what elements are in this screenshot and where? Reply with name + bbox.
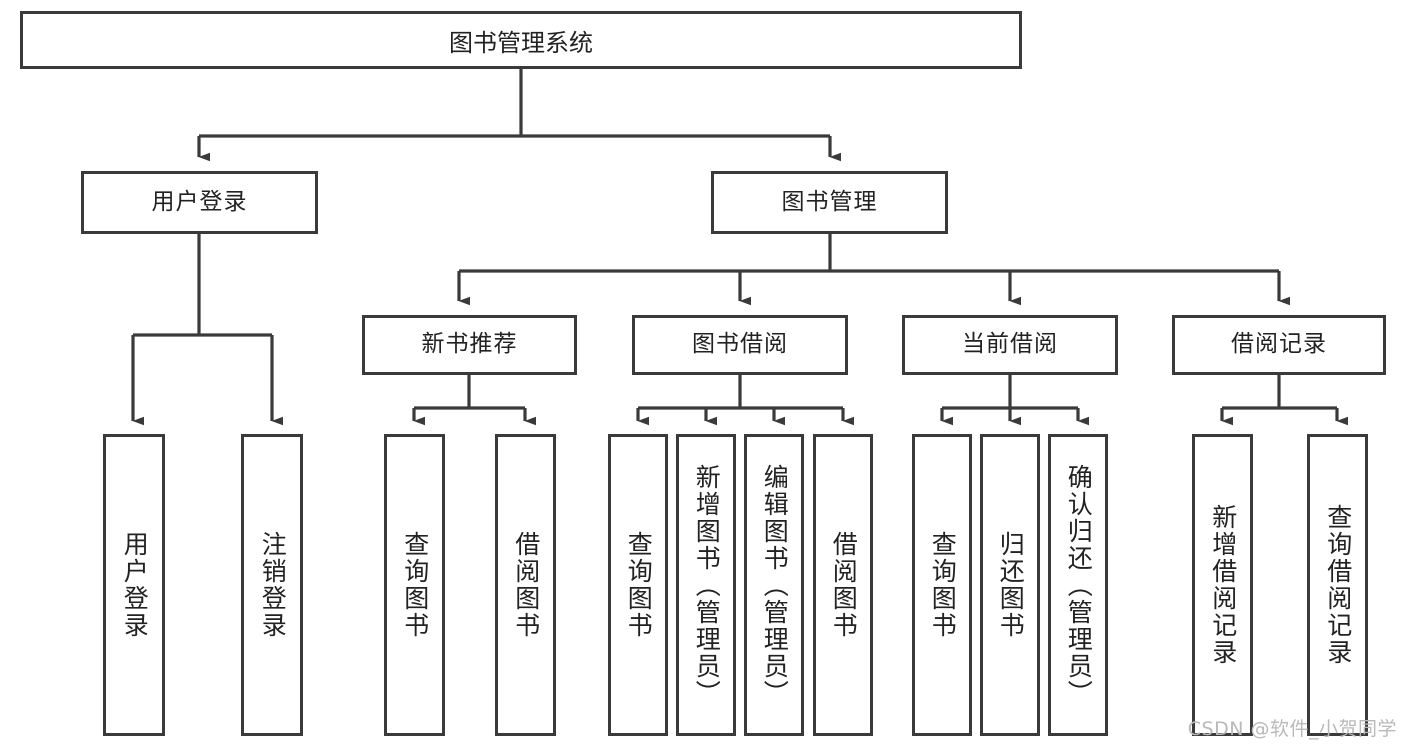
node-leaf-borrow-book-1: 借阅图书 [495,434,556,736]
node-new-book-recommend-label: 新书推荐 [421,331,518,358]
node-leaf-query-book-3-label: 查询图书 [928,531,958,639]
node-leaf-user-login: 用户登录 [103,434,165,736]
node-leaf-edit-book-label: 编辑图书（管理员） [760,463,790,707]
node-leaf-borrow-book-2-label: 借阅图书 [829,531,859,639]
node-new-book-recommend: 新书推荐 [362,315,577,375]
node-user-login: 用户登录 [81,171,318,234]
node-leaf-add-book: 新增图书（管理员） [676,434,736,736]
node-leaf-add-book-label: 新增图书（管理员） [692,463,722,707]
node-leaf-query-book-3: 查询图书 [912,434,972,736]
node-leaf-logout-login-label: 注销登录 [258,531,288,639]
node-leaf-logout-login: 注销登录 [241,434,303,736]
node-leaf-return-book: 归还图书 [980,434,1040,736]
node-leaf-query-book-1: 查询图书 [384,434,445,736]
node-current-borrow-label: 当前借阅 [962,331,1058,358]
node-book-manage-label: 图书管理 [781,188,878,215]
node-leaf-confirm-return: 确认归还（管理员） [1048,434,1108,736]
node-current-borrow: 当前借阅 [902,315,1118,375]
node-book-manage: 图书管理 [711,171,948,234]
node-leaf-query-record-label: 查询借阅记录 [1323,504,1353,666]
node-book-borrow: 图书借阅 [632,315,848,375]
csdn-watermark: CSDN @软件_小贺同学 [1187,718,1397,740]
node-book-borrow-label: 图书借阅 [692,331,788,358]
node-leaf-confirm-return-label: 确认归还（管理员） [1064,463,1094,707]
node-root-system: 图书管理系统 [20,11,1022,69]
node-root-label: 图书管理系统 [449,28,593,57]
node-leaf-query-record: 查询借阅记录 [1307,434,1368,736]
node-leaf-user-login-label: 用户登录 [120,531,150,639]
node-leaf-query-book-2-label: 查询图书 [624,531,654,639]
node-leaf-return-book-label: 归还图书 [996,531,1026,639]
node-leaf-query-book-2: 查询图书 [608,434,668,736]
node-user-login-label: 用户登录 [151,188,248,215]
node-borrow-record-label: 借阅记录 [1231,331,1327,358]
node-leaf-add-record-label: 新增借阅记录 [1208,504,1238,666]
node-leaf-edit-book: 编辑图书（管理员） [744,434,804,736]
node-leaf-borrow-book-2: 借阅图书 [813,434,873,736]
node-leaf-add-record: 新增借阅记录 [1192,434,1253,736]
node-borrow-record: 借阅记录 [1172,315,1386,375]
node-leaf-borrow-book-1-label: 借阅图书 [511,531,541,639]
node-leaf-query-book-1-label: 查询图书 [400,531,430,639]
